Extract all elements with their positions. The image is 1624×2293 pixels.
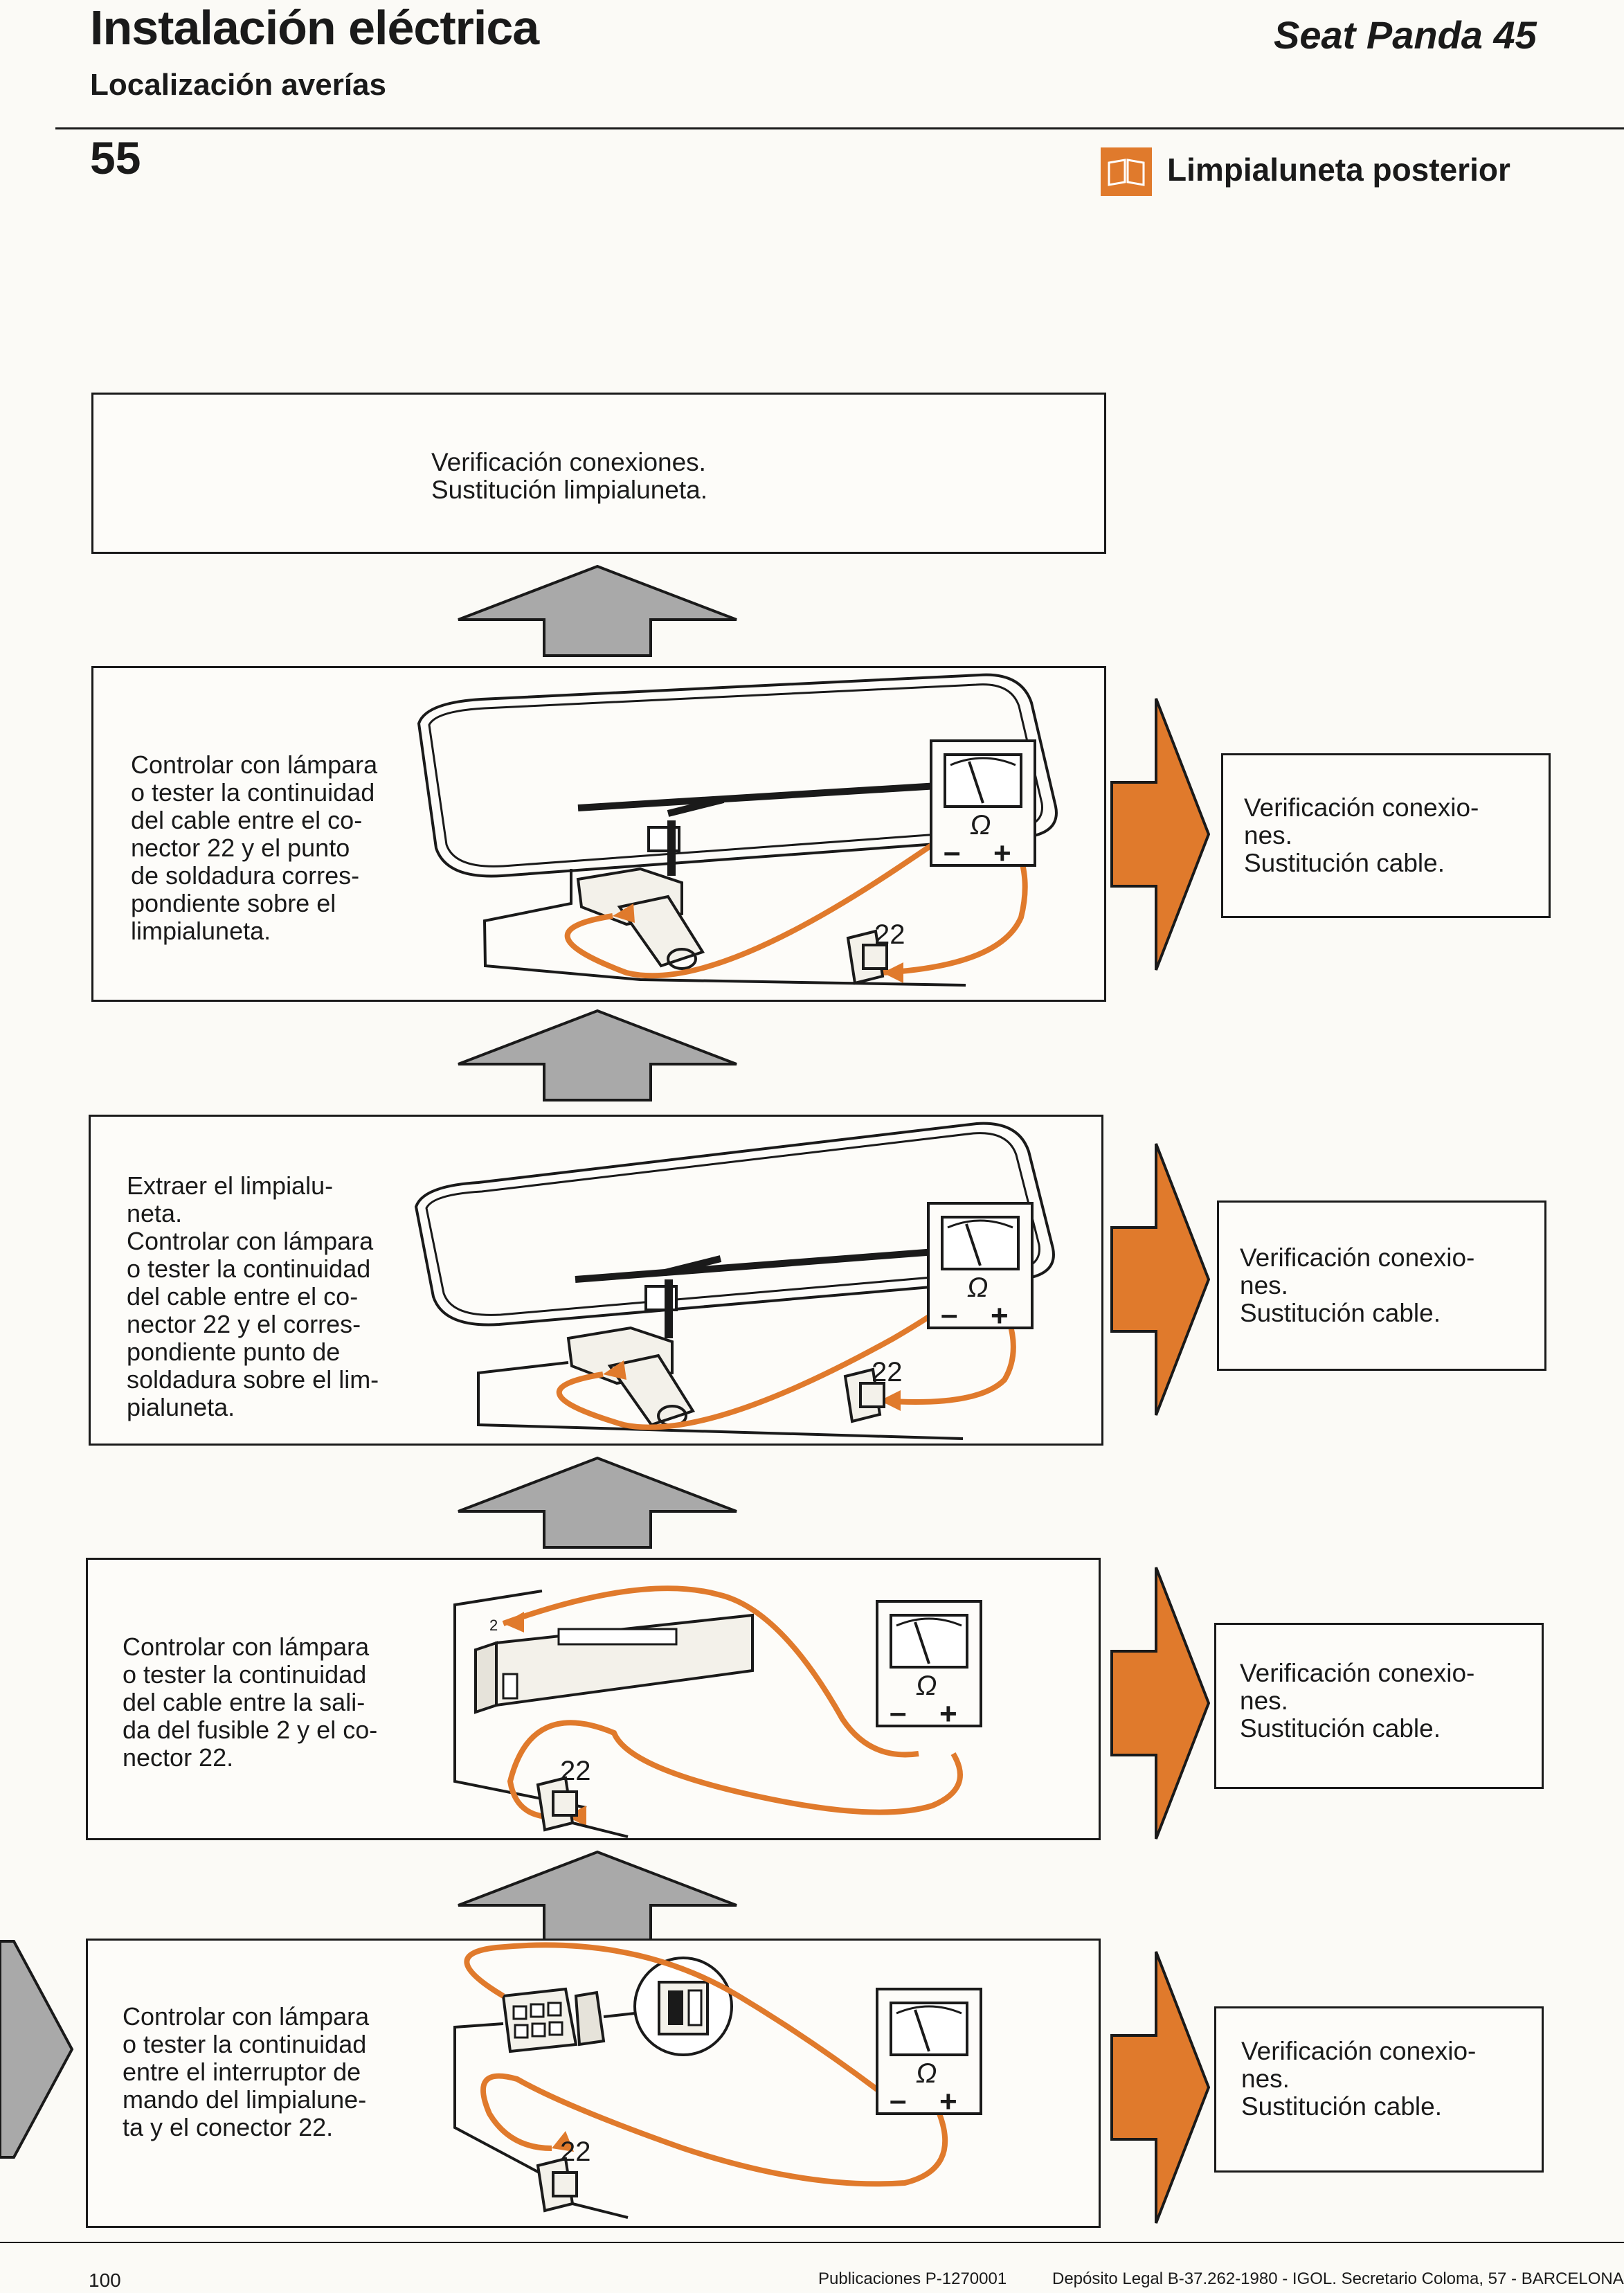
- connector-label: 22: [874, 919, 905, 950]
- right-arrow-icon: [1110, 1951, 1211, 2224]
- result-box-1: Verificación conexio- nes. Sustitución c…: [1221, 753, 1551, 918]
- final-action-line: Sustitución limpialuneta.: [431, 476, 707, 504]
- step-line: Controlar con lámpara: [123, 2002, 370, 2031]
- step-line: o tester la continuidad: [123, 2030, 367, 2058]
- document-title: Instalación eléctrica: [90, 1, 539, 55]
- result-line: nes.: [1240, 1687, 1288, 1715]
- fuse-box-diagram: 2 22 Ω – +: [453, 1585, 982, 1838]
- up-arrow-icon: [458, 1456, 737, 1549]
- meter-minus: –: [890, 1696, 906, 1729]
- step-line: Controlar con lámpara: [123, 1633, 370, 1661]
- fuse-label: 2: [489, 1617, 498, 1634]
- footer-rule: [0, 2242, 1624, 2243]
- step-line: nector 22.: [123, 1743, 234, 1772]
- step-line: nector 22 y el punto: [131, 834, 350, 862]
- meter-minus: –: [890, 2083, 906, 2117]
- result-line: nes.: [1244, 821, 1292, 849]
- result-line: nes.: [1240, 1271, 1288, 1300]
- result-line: Verificación conexio-: [1240, 1243, 1475, 1272]
- step-box-3: Controlar con lámpara o tester la contin…: [86, 1558, 1101, 1840]
- step-box-1: Controlar con lámpara o tester la contin…: [91, 666, 1106, 1002]
- step-line: limpialuneta.: [131, 917, 271, 945]
- step-line: pialuneta.: [127, 1393, 235, 1421]
- result-line: Verificación conexio-: [1244, 793, 1479, 822]
- step-line: da del fusible 2 y el co-: [123, 1716, 378, 1744]
- up-arrow-icon: [458, 564, 737, 657]
- page-number: 100: [89, 2269, 121, 2291]
- step-line: del cable entre el co-: [131, 806, 363, 834]
- step-line: neta.: [127, 1199, 183, 1228]
- step-line: Controlar con lámpara: [127, 1227, 374, 1255]
- result-box-4: Verificación conexio- nes. Sustitución c…: [1214, 2006, 1544, 2173]
- result-line: Sustitución cable.: [1244, 849, 1445, 877]
- up-arrow-icon: [458, 1850, 737, 1943]
- result-line: Verificación conexio-: [1240, 1659, 1475, 1687]
- step-line: o tester la continuidad: [123, 1660, 367, 1689]
- header-rule: [55, 127, 1624, 129]
- document-subtitle: Localización averías: [90, 68, 386, 102]
- result-line: Sustitución cable.: [1241, 2092, 1443, 2121]
- meter-plus: +: [939, 2085, 957, 2119]
- ohm-symbol: Ω: [967, 1273, 988, 1303]
- ohm-symbol: Ω: [970, 810, 991, 840]
- entry-arrow-icon: [0, 1940, 74, 2159]
- result-line: Verificación conexio-: [1241, 2037, 1477, 2065]
- step-box-2: Extraer el limpialu- neta. Controlar con…: [89, 1115, 1103, 1446]
- result-box-2: Verificación conexio- nes. Sustitución c…: [1217, 1201, 1546, 1371]
- step-line: mando del limpialune-: [123, 2085, 367, 2114]
- result-line: Sustitución cable.: [1240, 1299, 1441, 1327]
- step-line: o tester la continuidad: [131, 778, 375, 807]
- meter-minus: –: [944, 835, 960, 869]
- meter-plus: +: [993, 836, 1011, 870]
- step-line: del cable entre la sali-: [123, 1688, 366, 1716]
- meter-minus: –: [941, 1297, 957, 1331]
- step-line: del cable entre el co-: [127, 1282, 359, 1311]
- step-line: pondiente sobre el: [131, 889, 336, 917]
- result-box-3: Verificación conexio- nes. Sustitución c…: [1214, 1623, 1544, 1789]
- switch-connector-diagram: 22 Ω – +: [453, 1942, 982, 2219]
- publication-code: Publicaciones P-1270001: [818, 2269, 1007, 2288]
- right-arrow-icon: [1110, 1143, 1211, 1416]
- ohm-symbol: Ω: [916, 2058, 937, 2089]
- legal-deposit: Depósito Legal B-37.262-1980 - IGOL. Sec…: [1052, 2269, 1624, 2288]
- connector-label: 22: [872, 1357, 903, 1387]
- brand-name: Seat Panda 45: [1274, 13, 1537, 57]
- final-action-line: Verificación conexiones.: [431, 448, 706, 476]
- connector-label: 22: [560, 1756, 591, 1786]
- result-line: Sustitución cable.: [1240, 1714, 1441, 1743]
- section-title: Limpialuneta posterior: [1167, 152, 1510, 188]
- step-line: soldadura sobre el lim-: [127, 1365, 379, 1394]
- step-line: pondiente punto de: [127, 1338, 341, 1366]
- step-line: nector 22 y el corres-: [127, 1310, 361, 1338]
- step-line: ta y el conector 22.: [123, 2113, 334, 2141]
- connector-label: 22: [560, 2137, 591, 2167]
- final-action-box: Verificación conexiones. Sustitución lim…: [91, 393, 1106, 554]
- up-arrow-icon: [458, 1009, 737, 1101]
- book-icon: [1101, 147, 1152, 196]
- step-line: Extraer el limpialu-: [127, 1171, 334, 1200]
- step-box-4: Controlar con lámpara o tester la contin…: [86, 1939, 1101, 2228]
- ohm-symbol: Ω: [916, 1671, 937, 1701]
- section-number: 55: [90, 132, 141, 183]
- step-line: entre el interruptor de: [123, 2058, 361, 2086]
- rear-window-wiper-diagram: 22 Ω – +: [417, 673, 1058, 987]
- right-arrow-icon: [1110, 698, 1211, 971]
- step-line: de soldadura corres-: [131, 861, 360, 890]
- meter-plus: +: [991, 1299, 1009, 1333]
- result-line: nes.: [1241, 2065, 1290, 2093]
- meter-plus: +: [939, 1697, 957, 1731]
- step-line: o tester la continuidad: [127, 1255, 371, 1283]
- rear-window-wiper-diagram: 22 Ω – +: [414, 1122, 1055, 1440]
- right-arrow-icon: [1110, 1567, 1211, 1840]
- step-line: Controlar con lámpara: [131, 750, 378, 779]
